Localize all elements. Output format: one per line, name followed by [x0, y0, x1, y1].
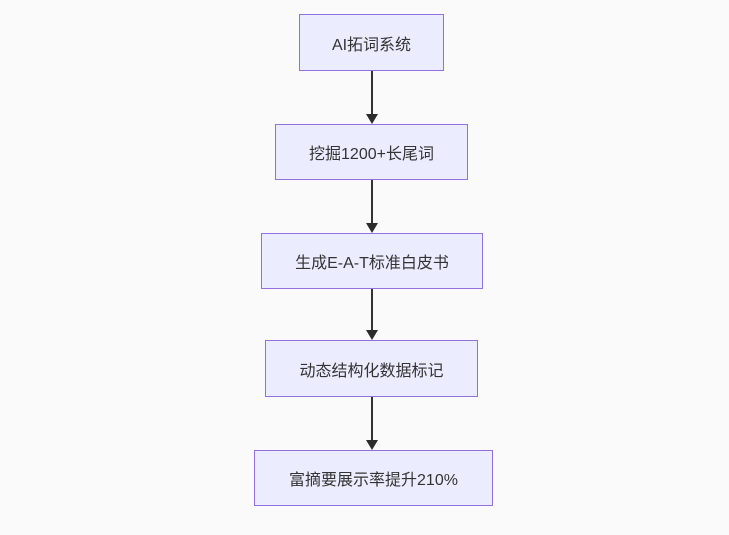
node-label: 动态结构化数据标记: [299, 362, 444, 380]
edge-line: [370, 180, 373, 224]
arrowhead-down-icon: [365, 223, 378, 233]
flow-edge-a-b: [365, 71, 378, 124]
edge-line: [370, 289, 373, 331]
node-rich-snippet-result: 富摘要展示率提升210%: [254, 450, 493, 506]
node-label: AI拓词系统: [331, 36, 412, 54]
edge-line: [370, 71, 373, 115]
node-longtail-keyword-mining: 挖掘1200+长尾词: [275, 124, 468, 180]
node-label: 富摘要展示率提升210%: [289, 472, 458, 489]
node-structured-data-markup: 动态结构化数据标记: [265, 340, 478, 397]
arrowhead-down-icon: [365, 330, 378, 340]
flow-edge-b-c: [365, 180, 378, 233]
flow-edge-d-e: [365, 397, 378, 450]
edge-line: [370, 397, 373, 441]
node-label: 挖掘1200+长尾词: [309, 146, 434, 163]
flow-edge-c-d: [365, 289, 378, 340]
node-ai-keyword-system: AI拓词系统: [299, 14, 444, 71]
arrowhead-down-icon: [365, 440, 378, 450]
node-label: 生成E-A-T标准白皮书: [295, 255, 449, 272]
arrowhead-down-icon: [365, 114, 378, 124]
node-eat-whitepaper: 生成E-A-T标准白皮书: [261, 233, 483, 289]
